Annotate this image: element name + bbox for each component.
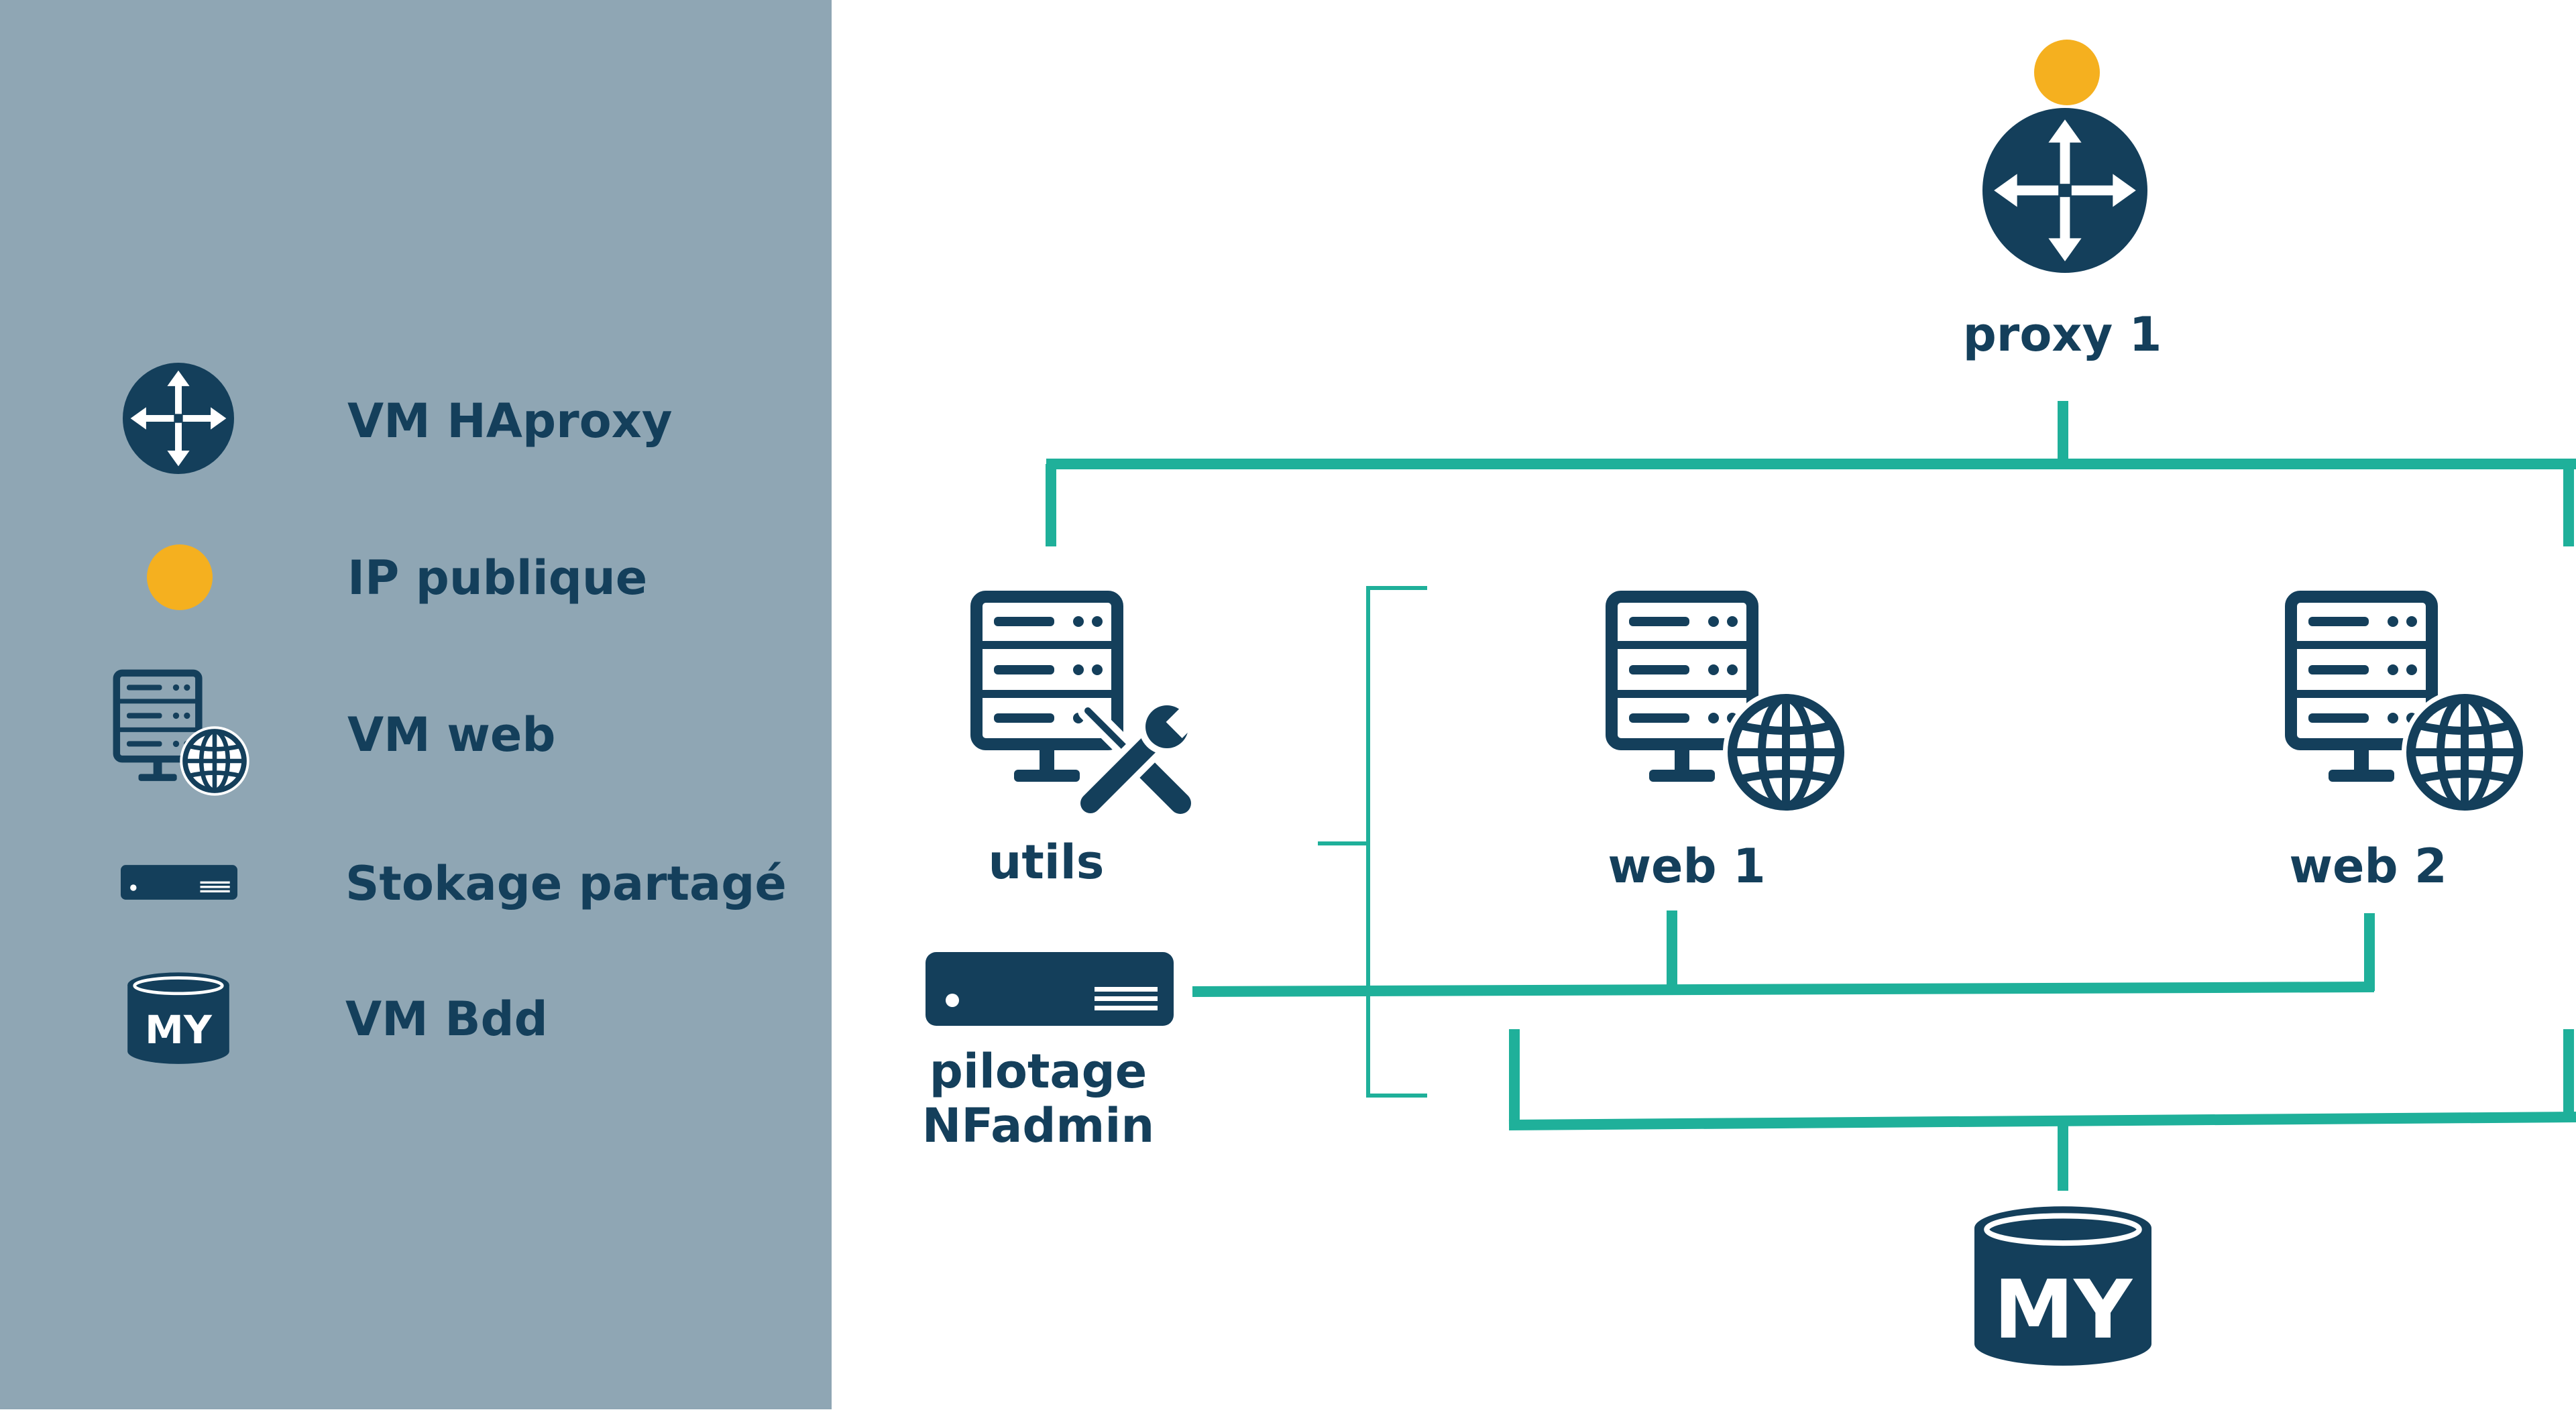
storage-node: pilotage NFadmin — [922, 952, 1174, 1153]
legend-label-public-ip: IP publique — [347, 550, 647, 605]
network-lines — [1046, 401, 2576, 1191]
router-icon — [1982, 108, 2147, 273]
legend-item-haproxy: VM HAproxy — [123, 363, 672, 474]
legend-item-web: VM web — [117, 673, 555, 796]
legend-label-storage: Stokage partagé — [345, 856, 787, 911]
storage-label-line1: pilotage — [930, 1044, 1147, 1099]
proxy-label: proxy 1 — [1963, 307, 2162, 362]
utils-label: utils — [989, 835, 1105, 890]
web1-label: web 1 — [1608, 839, 1765, 894]
legend-item-database: MY VM Bdd — [127, 972, 548, 1064]
database-node: MY — [1974, 1206, 2151, 1366]
legend-panel — [0, 0, 832, 1409]
web1-node: web 1 — [1608, 597, 1849, 894]
legend-item-storage: Stokage partagé — [121, 856, 787, 911]
legend-item-public-ip: IP publique — [147, 544, 647, 610]
router-icon — [123, 363, 234, 474]
globe-icon — [2402, 689, 2528, 815]
public-ip-dot-icon — [147, 544, 213, 610]
tools-icon — [1088, 699, 1203, 803]
globe-icon — [1723, 689, 1849, 815]
web2-label: web 2 — [2289, 839, 2447, 894]
db-bus-line — [1508, 1112, 2576, 1130]
storage-bus-line — [1192, 982, 2375, 997]
proxy-node: proxy 1 — [1963, 40, 2162, 362]
server-icon — [976, 597, 1117, 782]
legend-label-haproxy: VM HAproxy — [347, 394, 672, 449]
web2-node: web 2 — [2289, 597, 2528, 894]
legend-label-web: VM web — [347, 707, 555, 762]
storage-label-line2: NFadmin — [922, 1098, 1154, 1153]
utils-node: utils — [976, 597, 1203, 890]
web-group-bracket — [1318, 586, 1427, 1098]
public-ip-dot-icon — [2034, 40, 2100, 105]
database-icon-text: MY — [1994, 1264, 2133, 1357]
globe-icon — [180, 726, 249, 795]
storage-box-icon — [926, 952, 1174, 1026]
storage-box-icon — [121, 865, 237, 900]
legend-label-database: VM Bdd — [345, 992, 548, 1047]
legend-db-icon-text: MY — [145, 1007, 213, 1053]
